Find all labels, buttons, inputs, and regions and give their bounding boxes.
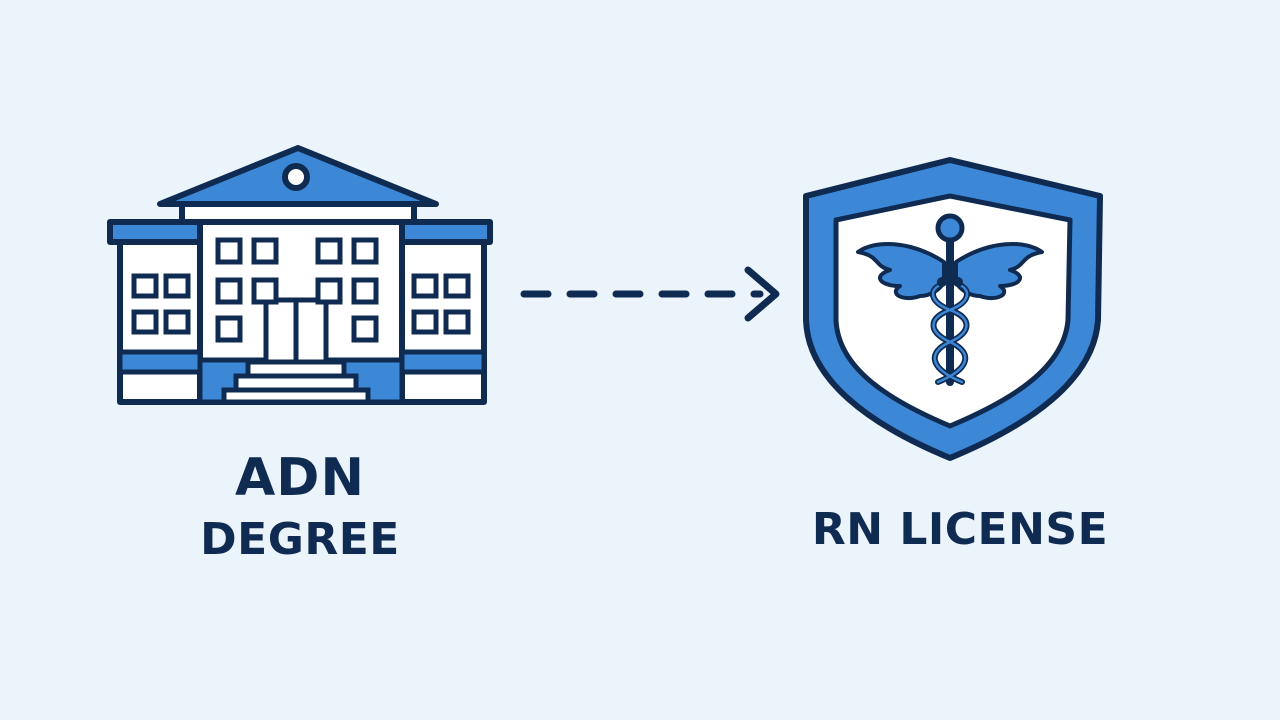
rn-license-label: RN LICENSE [811,504,1109,555]
adn-degree-label-line1: ADN [235,448,365,508]
adn-degree-label-line2: DEGREE [200,514,400,565]
